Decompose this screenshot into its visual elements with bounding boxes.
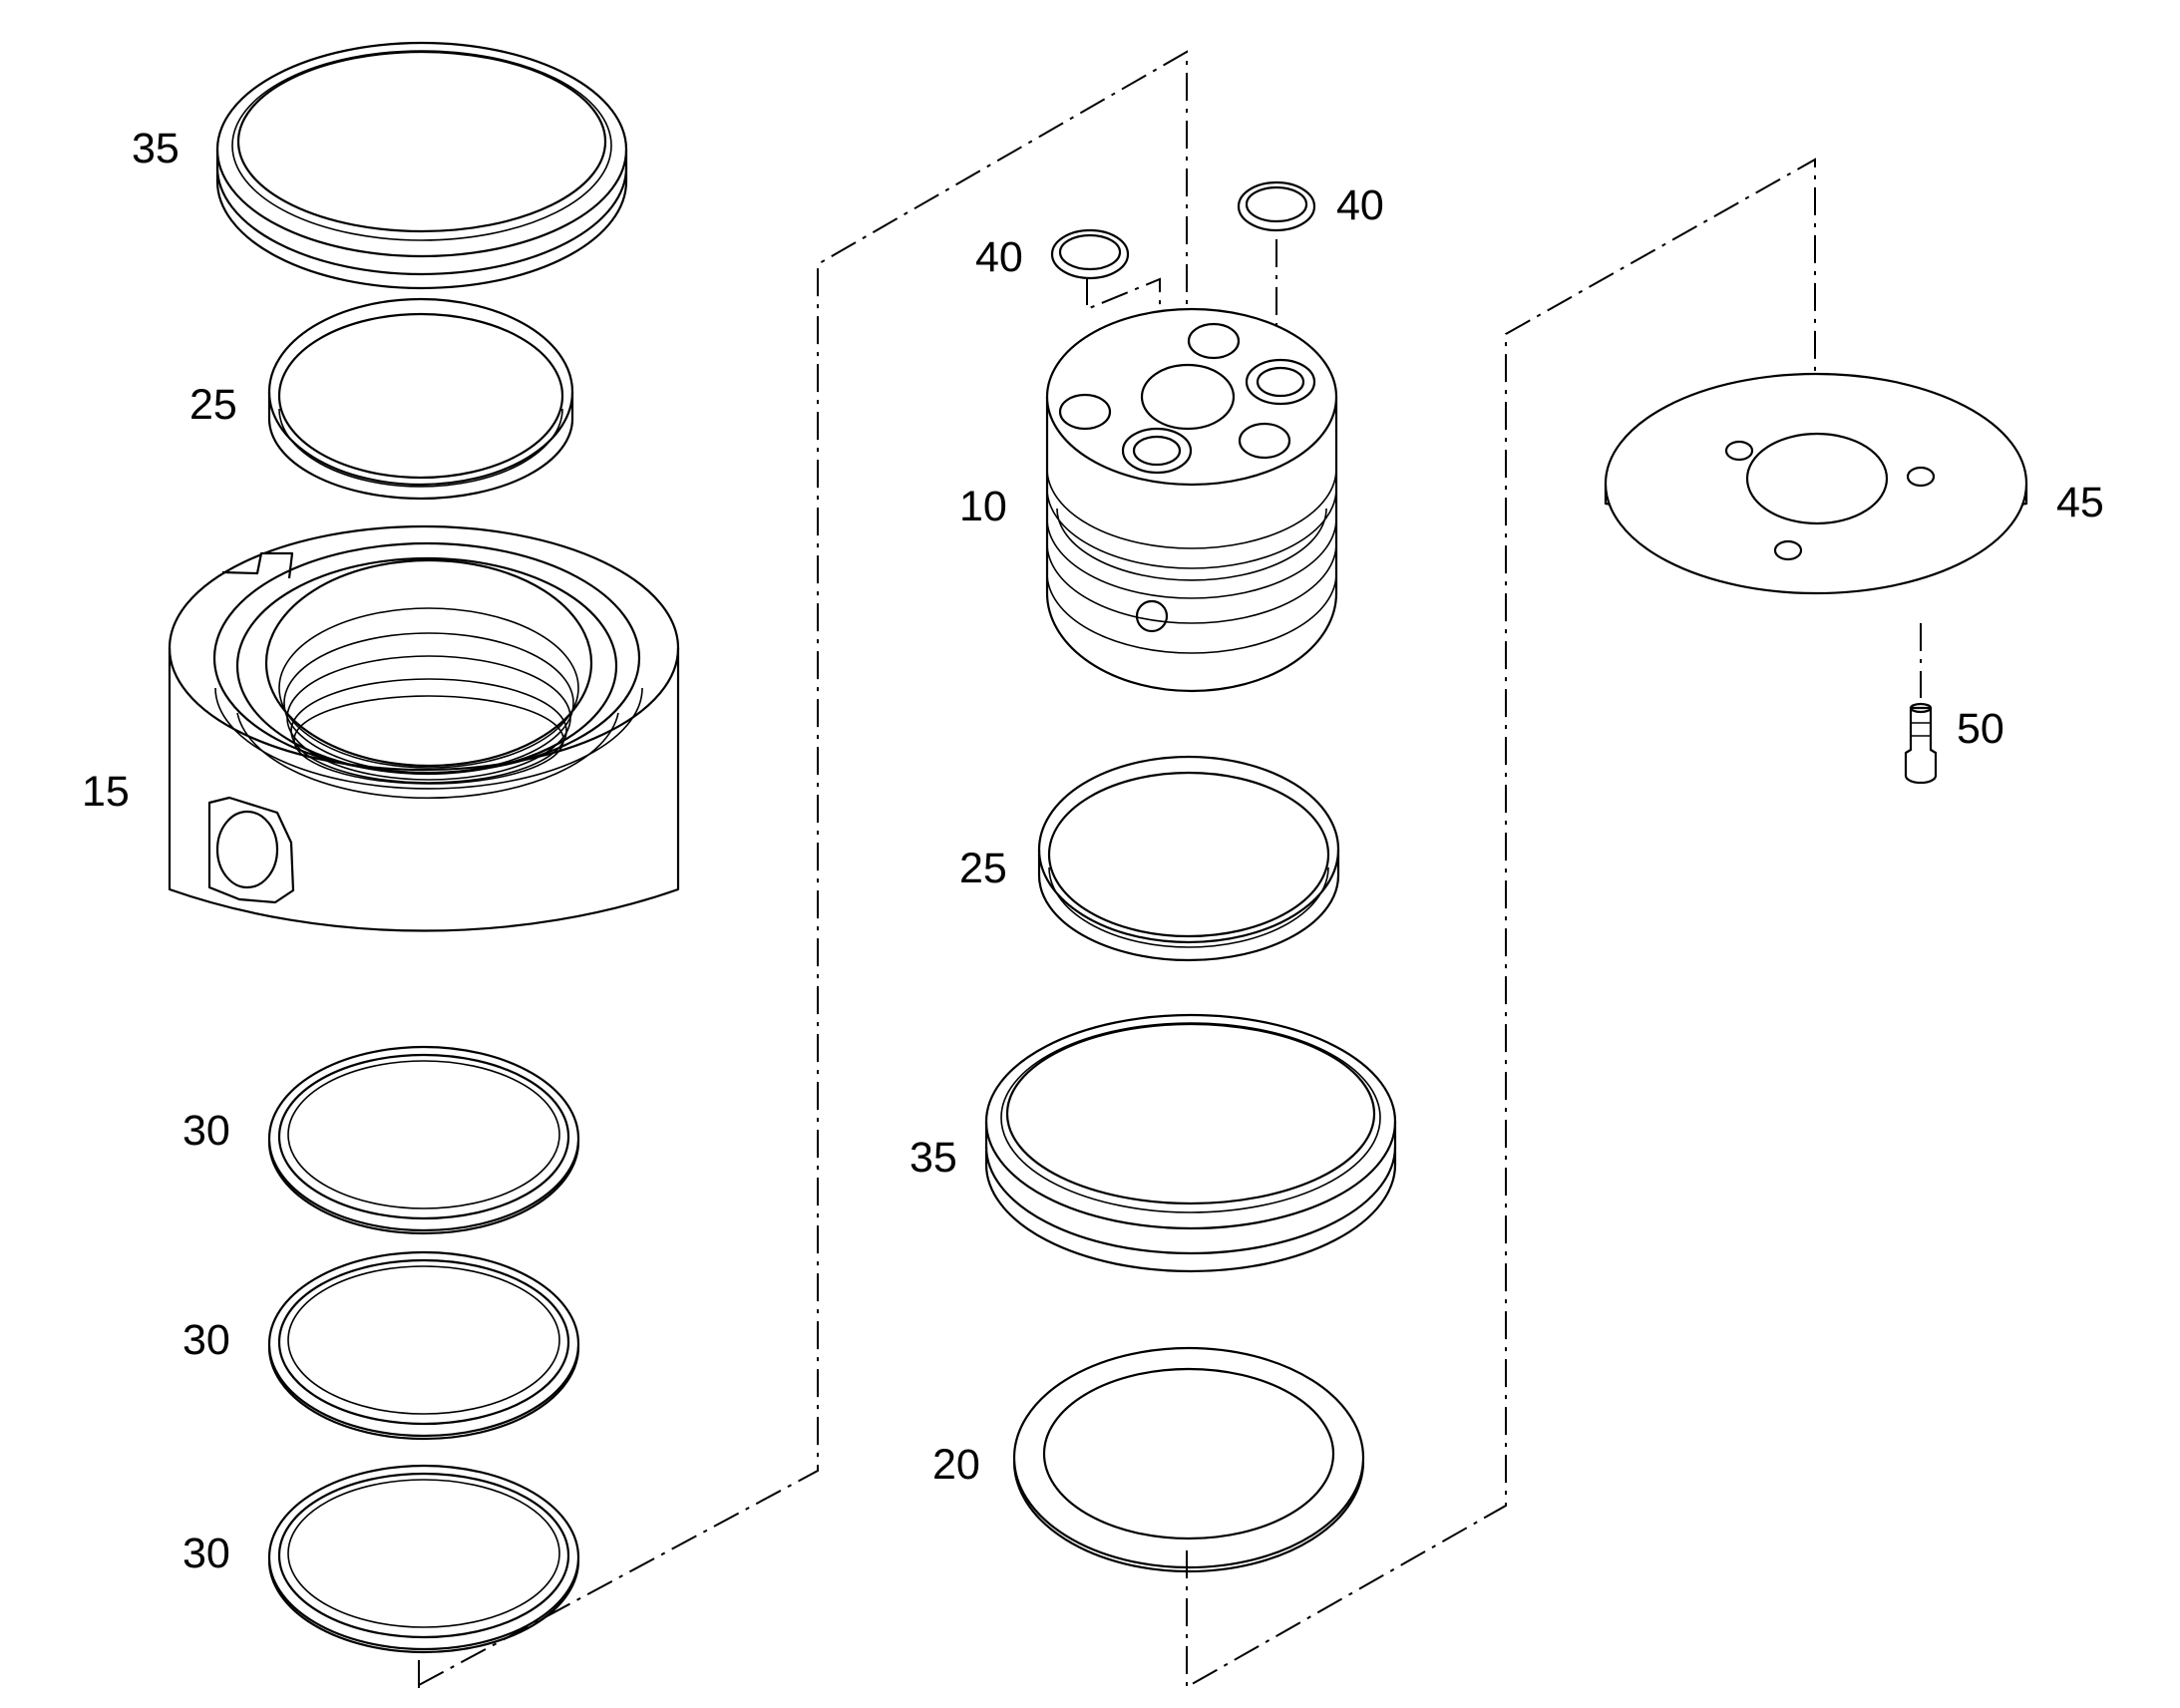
part-40-oring-small-left [1050,228,1130,280]
part-25-sleeve-left [267,297,574,501]
part-30-ring-b [267,1250,580,1441]
callout-left-30-c: 30 [182,1530,230,1577]
callout-left-30-a: 30 [182,1107,230,1155]
assembly-axis-lines [418,50,1922,1695]
part-25-sleeve-center [1037,755,1340,962]
callout-left-25: 25 [189,381,237,429]
callout-labels: 35 25 15 30 30 30 40 40 10 25 35 20 45 5… [82,125,2104,1577]
part-50-bolt [1904,702,1938,785]
callout-right-50: 50 [1957,705,2004,753]
part-15-housing [168,524,680,932]
callout-left-15: 15 [82,768,130,816]
part-40-oring-small-right [1237,180,1316,232]
callout-center-25: 25 [959,845,1007,892]
callout-center-20: 20 [932,1441,980,1489]
part-20-flat-ring [1012,1346,1365,1573]
callout-center-40-b: 40 [1336,181,1384,229]
part-45-end-plate [1604,372,2028,595]
callout-left-30-b: 30 [182,1316,230,1364]
part-35-seal-ring-center [984,1013,1397,1273]
part-30-ring-c [267,1464,580,1654]
callout-right-45: 45 [2056,479,2104,526]
callout-center-10: 10 [959,483,1007,530]
part-30-ring-a [267,1045,580,1235]
callout-center-35: 35 [909,1134,957,1182]
part-10-rotary-shaft [1045,307,1338,693]
callout-left-35: 35 [132,125,180,172]
part-35-seal-ring-top [215,41,628,290]
callout-center-40-a: 40 [975,233,1023,281]
